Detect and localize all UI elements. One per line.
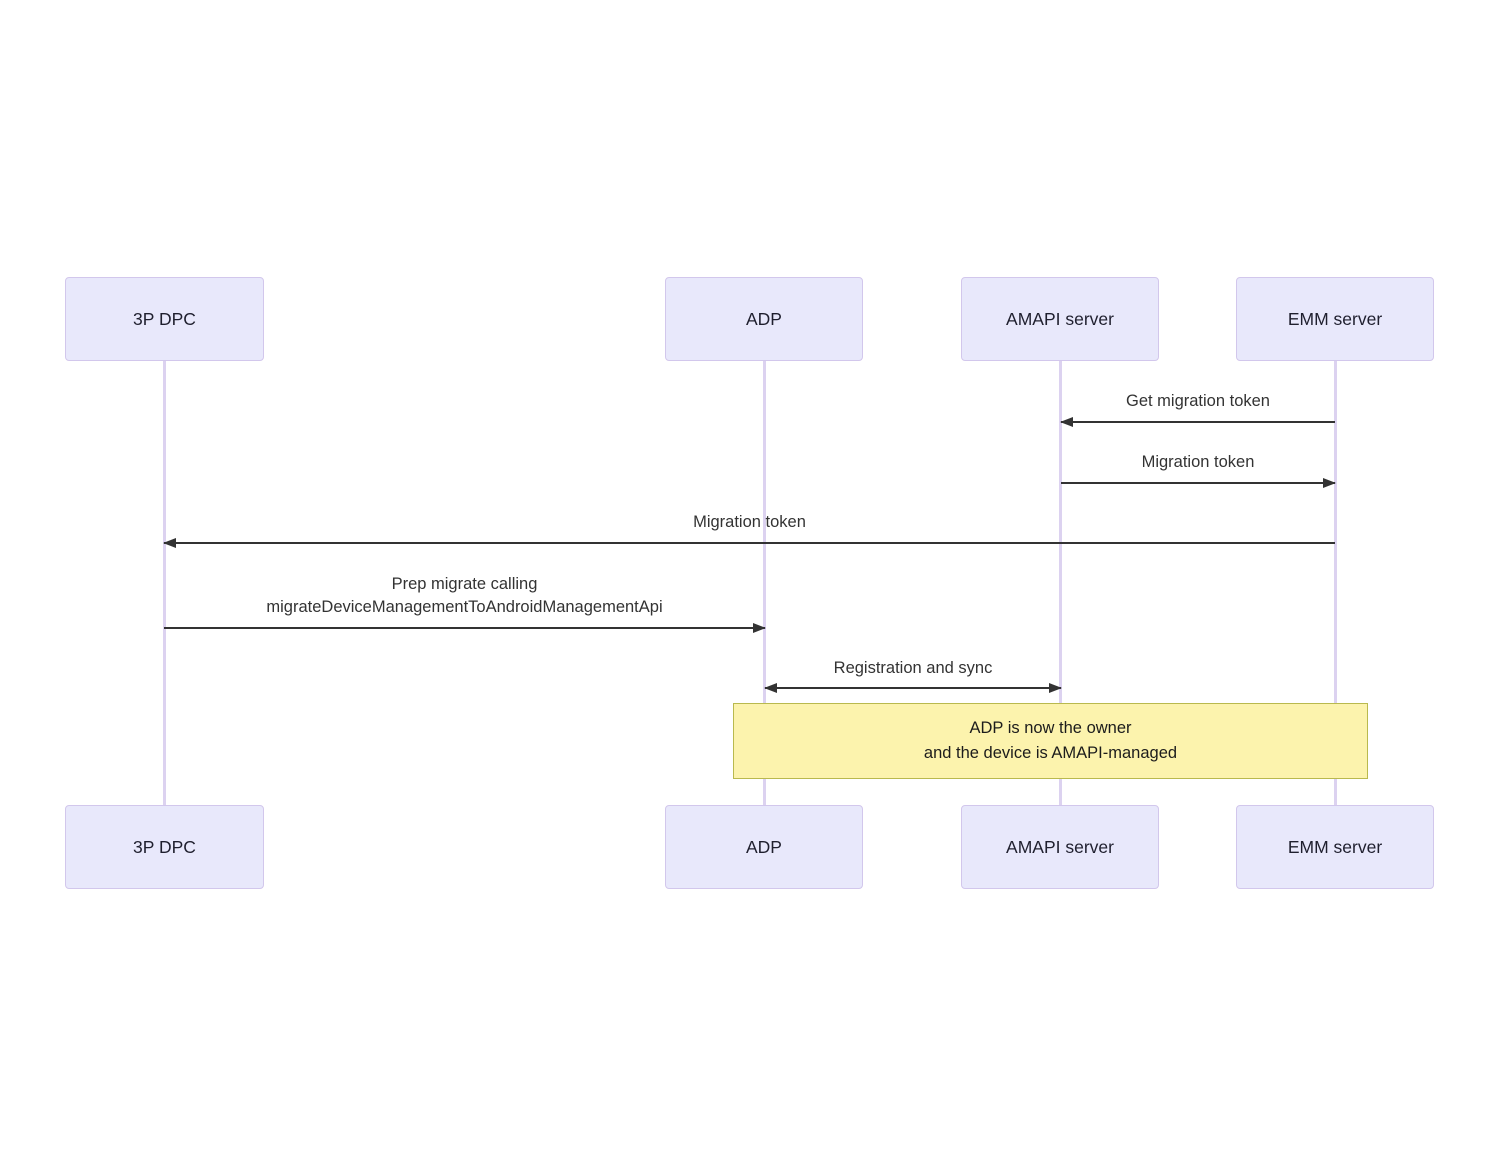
actor-label: AMAPI server (1006, 836, 1114, 857)
arrowhead-left-icon (1060, 417, 1073, 427)
message-arrow-prep-migrate (164, 623, 766, 633)
arrowhead-right-icon (1049, 683, 1062, 693)
lifeline-emm-server (1334, 361, 1337, 805)
actor-label: 3P DPC (133, 836, 196, 857)
actor-bottom-emm-server: EMM server (1236, 805, 1434, 889)
message-label-migration-token-2: Migration token (693, 513, 806, 531)
actor-top-amapi-server: AMAPI server (961, 277, 1159, 361)
message-label-prep-migrate: Prep migrate calling migrateDeviceManage… (266, 575, 663, 616)
arrowhead-right-icon (753, 623, 766, 633)
actor-bottom-3p-dpc: 3P DPC (65, 805, 264, 889)
message-arrow-registration-and-sync (764, 683, 1062, 693)
lifeline-3p-dpc (163, 361, 166, 805)
note-adp-owner: ADP is now the owner and the device is A… (733, 703, 1368, 779)
actor-label: AMAPI server (1006, 308, 1114, 329)
message-label-migration-token-1: Migration token (1141, 453, 1255, 471)
message-arrow-migration-token-1 (1061, 478, 1336, 488)
actor-label: 3P DPC (133, 308, 196, 329)
actor-top-adp: ADP (665, 277, 863, 361)
actor-label: ADP (746, 836, 782, 857)
actor-top-emm-server: EMM server (1236, 277, 1434, 361)
message-label-get-migration-token: Get migration token (1126, 392, 1270, 410)
arrowhead-right-icon (1323, 478, 1336, 488)
message-arrow-migration-token-2 (163, 538, 1335, 548)
actor-label: ADP (746, 308, 782, 329)
lifeline-amapi-server (1059, 361, 1062, 805)
arrowhead-left-icon (163, 538, 176, 548)
message-label-registration-and-sync: Registration and sync (833, 659, 993, 677)
actor-label: EMM server (1287, 836, 1383, 857)
actor-label: EMM server (1287, 308, 1383, 329)
lifeline-adp (763, 361, 766, 805)
actor-top-3p-dpc: 3P DPC (65, 277, 264, 361)
actor-bottom-amapi-server: AMAPI server (961, 805, 1159, 889)
actor-bottom-adp: ADP (665, 805, 863, 889)
message-arrow-get-migration-token (1060, 417, 1335, 427)
arrowhead-left-icon (764, 683, 777, 693)
